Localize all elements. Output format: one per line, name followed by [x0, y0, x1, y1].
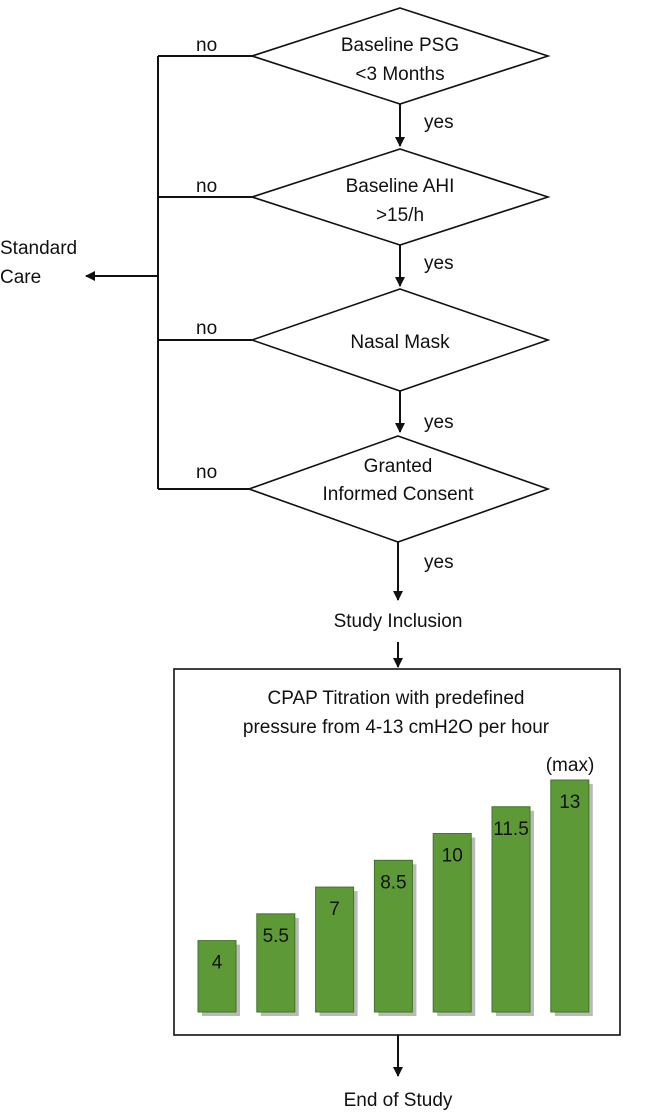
pressure-bar-1 [256, 913, 296, 1013]
end-of-study-label: End of Study [344, 1090, 453, 1111]
no-label-1: no [196, 35, 217, 56]
max-label: (max) [546, 755, 595, 776]
decision-informed-consent-line2: Informed Consent [322, 484, 474, 505]
pressure-bar-label-0: 4 [212, 953, 223, 974]
pressure-bars: 4 5.5 7 8.5 10 11.5 13 [197, 779, 593, 1016]
pressure-bar-3 [373, 859, 413, 1013]
pressure-bar-label-5: 11.5 [493, 819, 529, 840]
standard-care-label-line1: Standard [0, 238, 77, 259]
decision-baseline-psg-line2: <3 Months [355, 64, 444, 85]
pressure-bar-label-4: 10 [442, 846, 463, 867]
study-inclusion-label: Study Inclusion [334, 611, 463, 632]
decision-baseline-ahi [249, 148, 551, 246]
decision-baseline-ahi-line2: >15/h [376, 205, 424, 226]
pressure-bar-label-1: 5.5 [263, 926, 289, 947]
pressure-bar-0 [197, 940, 237, 1013]
yes-label-4: yes [424, 552, 454, 573]
decision-nasal-mask-line1: Nasal Mask [350, 332, 450, 353]
no-label-4: no [196, 462, 217, 483]
pressure-bar-4 [432, 833, 472, 1013]
no-label-3: no [196, 318, 217, 339]
no-label-2: no [196, 176, 217, 197]
pressure-bar-2 [315, 886, 355, 1013]
titration-title-line1: CPAP Titration with predefined [268, 688, 525, 709]
pressure-bar-5 [491, 806, 531, 1013]
yes-label-2: yes [424, 253, 454, 274]
yes-label-1: yes [424, 112, 454, 133]
decision-baseline-psg [249, 7, 551, 105]
yes-label-3: yes [424, 412, 454, 433]
pressure-bar-label-6: 13 [559, 792, 580, 813]
decision-informed-consent-line1: Granted [364, 456, 433, 477]
pressure-bar-6 [550, 779, 590, 1013]
standard-care-label-line2: Care [0, 267, 41, 288]
titration-title-line2: pressure from 4-13 cmH2O per hour [243, 717, 550, 738]
decision-baseline-ahi-line1: Baseline AHI [346, 176, 455, 197]
decision-baseline-psg-line1: Baseline PSG [341, 35, 459, 56]
pressure-bar-label-2: 7 [329, 899, 340, 920]
pressure-bar-label-3: 8.5 [380, 872, 406, 893]
